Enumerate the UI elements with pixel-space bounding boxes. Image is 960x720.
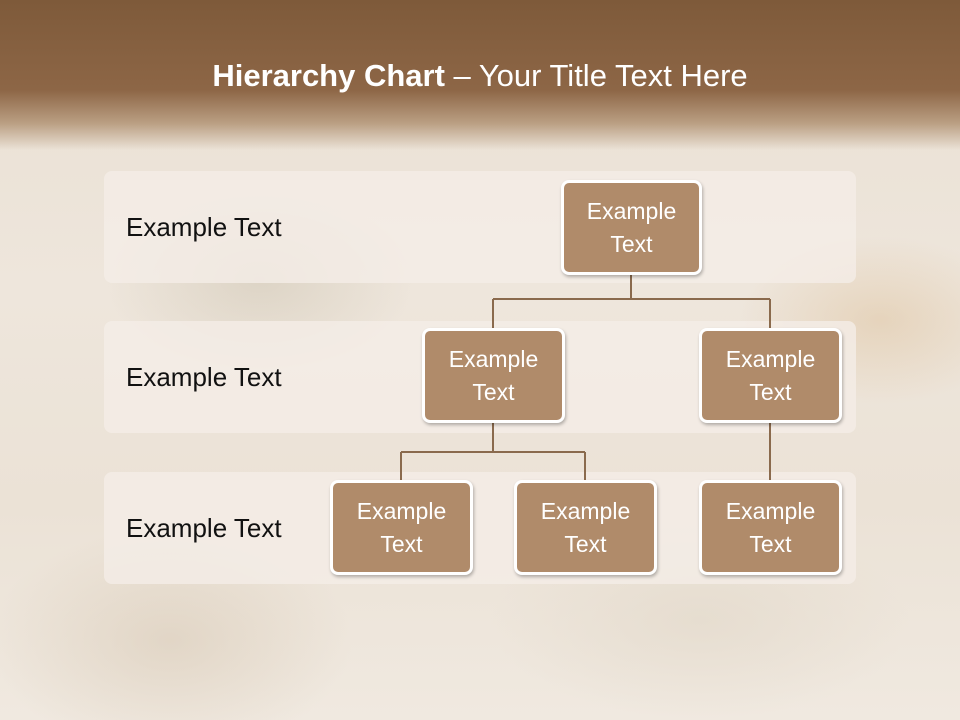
node-level3-middle[interactable]: Example Text bbox=[514, 480, 657, 575]
node-root[interactable]: Example Text bbox=[561, 180, 702, 275]
node-level2-right-text: Example Text bbox=[725, 345, 816, 405]
slide-title: Hierarchy Chart – Your Title Text Here bbox=[0, 58, 960, 94]
node-level3-right[interactable]: Example Text bbox=[699, 480, 842, 575]
level-3-label: Example Text bbox=[126, 512, 282, 543]
title-dash: – bbox=[444, 58, 479, 93]
node-level3-left-text: Example Text bbox=[356, 497, 447, 557]
node-level3-left[interactable]: Example Text bbox=[330, 480, 473, 575]
node-level2-right[interactable]: Example Text bbox=[699, 328, 842, 423]
level-2-label: Example Text bbox=[126, 361, 282, 392]
title-rest: Your Title Text Here bbox=[478, 58, 748, 93]
node-level2-left[interactable]: Example Text bbox=[422, 328, 565, 423]
title-bold: Hierarchy Chart bbox=[212, 58, 445, 93]
node-level2-left-text: Example Text bbox=[448, 345, 539, 405]
node-level3-right-text: Example Text bbox=[725, 497, 816, 557]
level-1-label: Example Text bbox=[126, 211, 282, 242]
node-root-text: Example Text bbox=[586, 197, 677, 257]
level-band-1 bbox=[104, 171, 856, 283]
node-level3-middle-text: Example Text bbox=[540, 497, 631, 557]
title-bar bbox=[0, 0, 960, 150]
